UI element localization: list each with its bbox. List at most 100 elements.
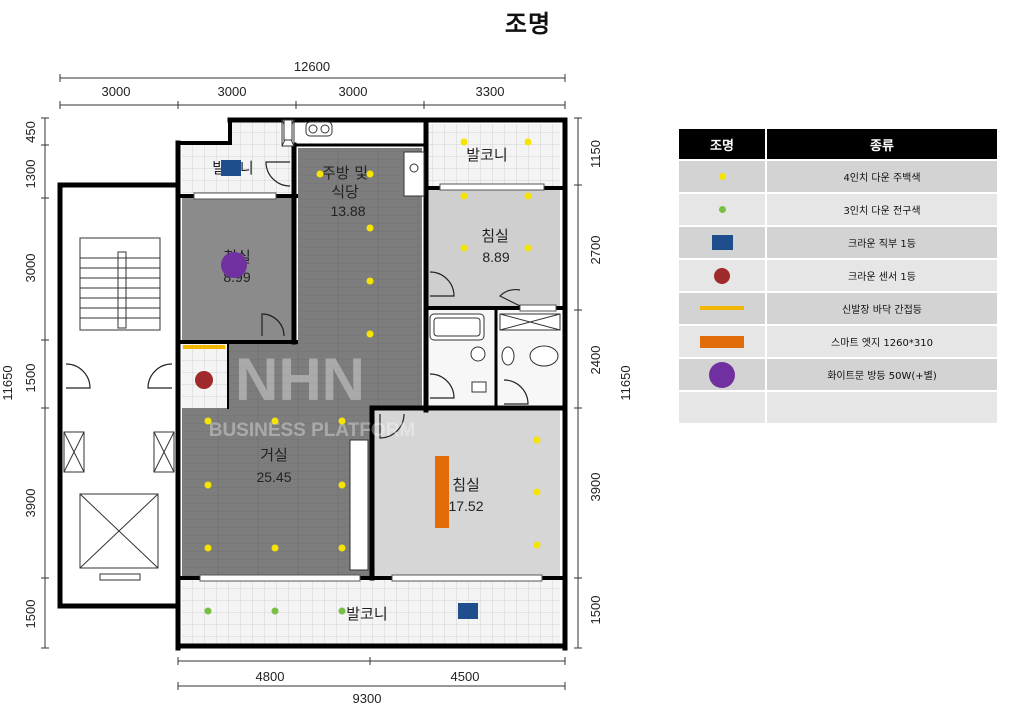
legend-row: 크라운 직부 1등	[679, 225, 997, 259]
blue-ceiling-light-icon	[458, 603, 478, 619]
legend-symbol-cell	[679, 192, 767, 226]
legend-label: 화이트문 방등 50W(+별)	[766, 357, 997, 391]
yellow-indirect-light-icon	[183, 345, 225, 349]
blue-square-icon	[711, 235, 733, 250]
yellow-downlight-icon	[204, 481, 212, 489]
doors	[65, 161, 529, 439]
dim-right-3: 2400	[588, 346, 603, 375]
legend-row: 신발장 바닥 간접등	[679, 291, 997, 325]
yellow-downlight-icon	[338, 417, 346, 425]
page-title: 조명	[504, 10, 552, 38]
orange-bar-icon	[700, 335, 744, 348]
dim-right-4: 3900	[588, 473, 603, 502]
legend-row: 스마트 엣지 1260*310	[679, 324, 997, 358]
green-dot-icon	[718, 205, 726, 213]
legend-header-type: 종류	[766, 129, 997, 160]
room-label-living: 거실	[260, 446, 288, 464]
balcony-bottom-floor	[182, 580, 560, 644]
room-label-balcony-bottom: 발코니	[346, 605, 387, 623]
room-label-balcony-top-right: 발코니	[466, 146, 507, 164]
dim-right-2: 2700	[588, 236, 603, 265]
dim-total-bottom: 9300	[353, 691, 382, 704]
purple-circle-icon	[709, 361, 735, 388]
purple-room-light-icon	[221, 252, 247, 278]
dim-left-1: 450	[23, 121, 38, 143]
legend-symbol-cell	[679, 390, 767, 423]
legend-row: 4인치 다운 주백색	[679, 159, 997, 193]
dim-left-4: 1500	[23, 364, 38, 393]
yellow-downlight-icon	[524, 138, 532, 146]
room-label-bedroom-main: 침실	[452, 476, 480, 494]
yellow-downlight-icon	[338, 544, 346, 552]
room-area-bedroom-right: 8.89	[482, 249, 509, 265]
yellow-downlight-icon	[460, 138, 468, 146]
dim-top-1: 3000	[102, 84, 131, 99]
lighting-green-downlights	[204, 607, 346, 615]
balcony-top-right-floor	[428, 124, 560, 186]
yellow-downlight-icon	[204, 544, 212, 552]
room-area-living: 25.45	[256, 469, 291, 485]
legend-header-row: 조명 종류	[679, 129, 997, 160]
watermark-logo: NHN	[235, 346, 365, 413]
legend-row-empty	[679, 390, 997, 423]
dimension-lines	[41, 74, 582, 690]
legend-label: 크라운 센서 1등	[766, 258, 997, 292]
legend-label: 3인치 다운 전구색	[766, 192, 997, 226]
fixtures	[63, 119, 561, 581]
yellow-downlight-icon	[271, 417, 279, 425]
yellow-dot-icon	[718, 172, 726, 180]
green-downlight-icon	[338, 607, 346, 615]
dim-top-2: 3000	[218, 84, 247, 99]
yellow-downlight-icon	[338, 481, 346, 489]
yellow-downlight-icon	[366, 277, 374, 285]
yellow-downlight-icon	[460, 192, 468, 200]
blue-ceiling-light-icon	[221, 160, 241, 176]
green-downlight-icon	[271, 607, 279, 615]
dim-total-top: 12600	[294, 59, 330, 74]
yellow-downlight-icon	[366, 170, 374, 178]
room-label-kitchen-1: 주방 및	[322, 164, 368, 182]
legend-label: 스마트 엣지 1260*310	[766, 324, 997, 358]
dim-bottom-2: 4500	[451, 669, 480, 684]
legend-row: 크라운 센서 1등	[679, 258, 997, 292]
dim-right-1: 1150	[588, 140, 603, 168]
yellow-line-icon	[700, 306, 744, 310]
bedroom-main-floor	[374, 410, 560, 576]
lighting-legend-table: 조명 종류 4인치 다운 주백색 3인치 다운 전구색 크라운 직부 1등 크라…	[679, 129, 997, 423]
dim-top-4: 3300	[476, 84, 505, 99]
yellow-downlight-icon	[271, 544, 279, 552]
room-label-bedroom-right: 침실	[481, 227, 509, 245]
legend-label	[766, 390, 997, 423]
room-area-bedroom-main: 17.52	[448, 498, 483, 514]
room-label-kitchen-2: 식당	[331, 183, 359, 201]
watermark: NHN BUSINESS PLATFORM	[209, 346, 416, 441]
legend-header-symbol: 조명	[679, 129, 767, 160]
dim-total-right: 11650	[618, 365, 633, 400]
yellow-downlight-icon	[524, 244, 532, 252]
green-downlight-icon	[204, 607, 212, 615]
dim-left-3: 3000	[23, 254, 38, 283]
legend-symbol-cell	[679, 357, 767, 391]
legend-symbol-cell	[679, 159, 767, 193]
dim-left-2: 1300	[23, 160, 38, 189]
legend-symbol-cell	[679, 258, 767, 292]
yellow-downlight-icon	[366, 224, 374, 232]
yellow-downlight-icon	[533, 436, 541, 444]
windows	[193, 183, 557, 582]
dim-top-3: 3000	[339, 84, 368, 99]
legend-row: 3인치 다운 전구색	[679, 192, 997, 226]
legend-symbol-cell	[679, 225, 767, 259]
yellow-downlight-icon	[524, 192, 532, 200]
yellow-downlight-icon	[460, 244, 468, 252]
balcony-top-left-ext-floor	[232, 120, 280, 148]
yellow-downlight-icon	[204, 417, 212, 425]
legend-row: 화이트문 방등 50W(+별)	[679, 357, 997, 391]
dim-bottom-1: 4800	[256, 669, 285, 684]
orange-edge-light-icon	[435, 456, 449, 528]
watermark-text: BUSINESS PLATFORM	[209, 420, 416, 441]
floor-plan: 12600 3000 3000 3000 3300 4800 4500 9300…	[0, 59, 633, 704]
dim-left-5: 3900	[23, 489, 38, 518]
dim-right-5: 1500	[588, 596, 603, 625]
yellow-downlight-icon	[366, 330, 374, 338]
legend-label: 신발장 바닥 간접등	[766, 291, 997, 325]
